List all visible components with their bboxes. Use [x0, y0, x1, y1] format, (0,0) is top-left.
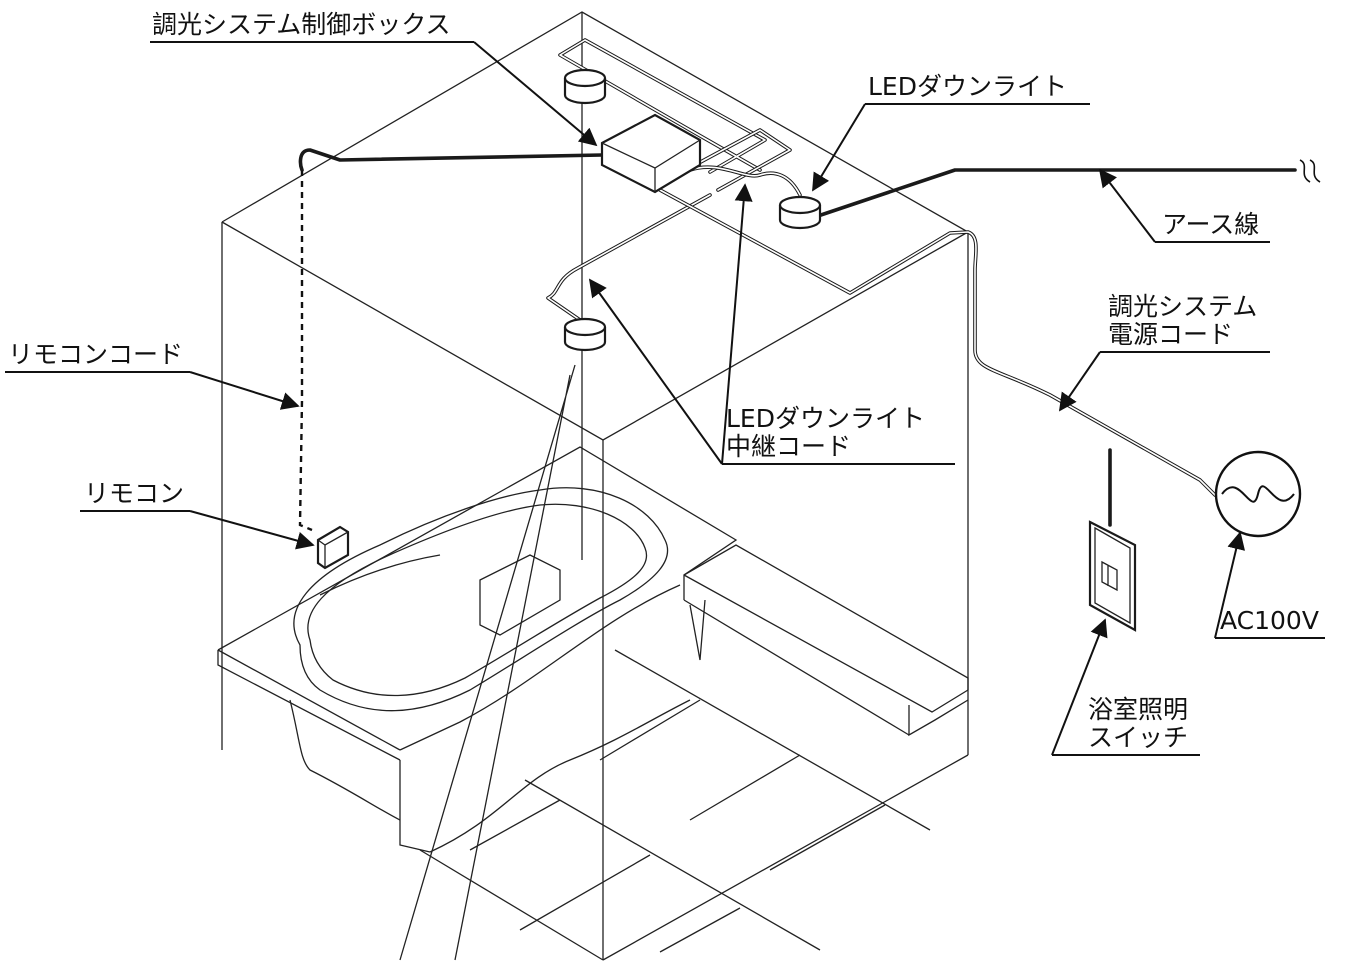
label-control-box: 調光システム制御ボックス	[152, 10, 451, 39]
label-relay-cord-1: LEDダウンライト	[726, 404, 925, 433]
label-power-cord-1: 調光システム	[1108, 292, 1258, 321]
label-earth-wire: アース線	[1162, 210, 1260, 239]
light-beam	[399, 364, 576, 961]
label-switch-1: 浴室照明	[1088, 695, 1189, 724]
wall-switch	[1088, 520, 1137, 632]
label-remote-cord: リモコンコード	[8, 340, 184, 369]
control-box	[600, 113, 702, 194]
label-relay-cord-2: 中継コード	[726, 432, 852, 461]
leaders	[5, 41, 1325, 756]
room-box	[221, 11, 969, 961]
label-power-cord-2: 電源コード	[1108, 320, 1234, 349]
label-remote: リモコン	[84, 479, 185, 508]
downlight-right	[778, 195, 822, 230]
downlight-top	[563, 68, 607, 105]
label-led-downlight: LEDダウンライト	[868, 72, 1067, 101]
ac-source	[1214, 450, 1302, 538]
floor-tiles	[419, 649, 931, 961]
cords	[298, 38, 1321, 532]
label-switch-2: スイッチ	[1088, 723, 1189, 752]
downlight-center	[563, 317, 607, 352]
bathtub	[217, 446, 969, 853]
label-ac: AC100V	[1220, 606, 1319, 635]
remote-unit	[316, 525, 350, 570]
